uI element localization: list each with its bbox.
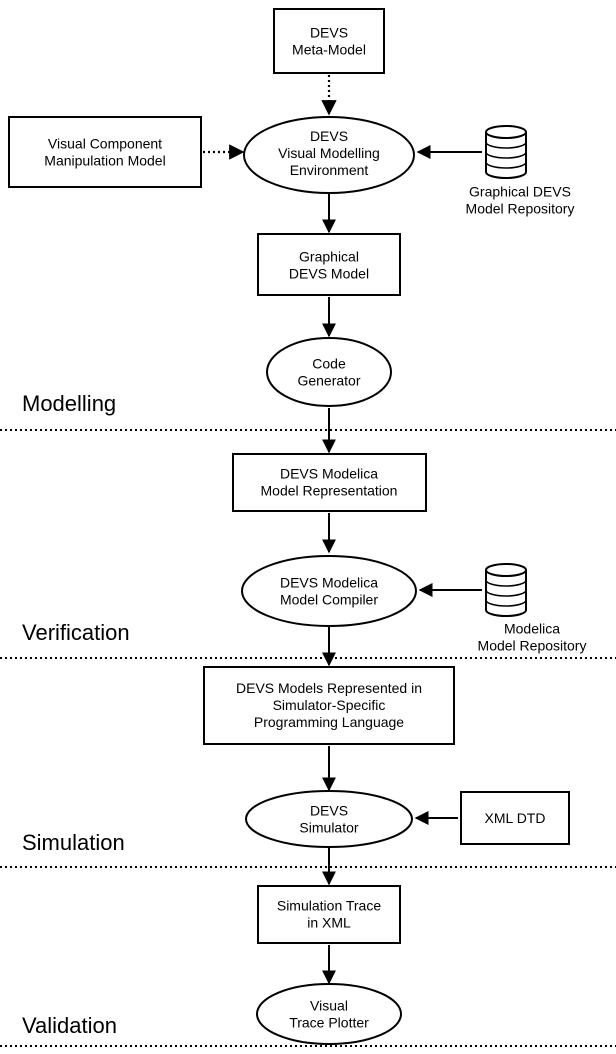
phase-label-modelling: Modelling [22, 391, 116, 416]
xml-dtd-label-line: XML DTD [485, 810, 546, 826]
modelica-repo-label-line: Model Repository [478, 638, 587, 654]
modelica-repo-label-line: Modelica [504, 621, 560, 637]
visual-env-label-line: Visual Modelling [278, 145, 380, 161]
graphical-model-label-line: DEVS Model [289, 266, 369, 282]
modelica-compiler-label-line: DEVS Modelica [280, 575, 378, 591]
graphical-repo-label-line: Graphical DEVS [469, 184, 571, 200]
meta-model-label-line: Meta-Model [292, 42, 366, 58]
simulator-lang-label-line: Simulator-Specific [273, 697, 386, 713]
connectors [203, 75, 482, 985]
phase-label-simulation: Simulation [22, 830, 125, 855]
visual-component-label-line: Manipulation Model [44, 153, 165, 169]
modelica-repr-label-line: Model Representation [261, 483, 398, 499]
trace-plotter-label-line: Trace Plotter [289, 1015, 369, 1031]
trace-plotter-label-line: Visual [310, 998, 348, 1014]
visual-component-label-line: Visual Component [48, 136, 162, 152]
simulator-lang-label-line: Programming Language [254, 714, 404, 730]
visual-env-label-line: Environment [290, 162, 369, 178]
code-generator-label-line: Code [312, 356, 346, 372]
trace-xml-label-line: Simulation Trace [277, 898, 381, 914]
code-generator-label-line: Generator [297, 373, 360, 389]
meta-model-label-line: DEVS [310, 25, 348, 41]
modelica-compiler-label-line: Model Compiler [280, 592, 378, 608]
phase-label-validation: Validation [22, 1013, 117, 1038]
graphical-repo-label-line: Model Repository [466, 201, 575, 217]
phase-label-verification: Verification [22, 620, 130, 645]
simulator-label-line: DEVS [310, 803, 348, 819]
graphical-model-label-line: Graphical [299, 249, 359, 265]
trace-xml-label-line: in XML [307, 915, 351, 931]
modelica-repr-label-line: DEVS Modelica [280, 466, 378, 482]
xml-dtd-box: XML DTD [460, 791, 570, 845]
graphical-repo-database-icon [485, 125, 527, 179]
simulator-label-line: Simulator [299, 820, 358, 836]
modelica-repo-database-icon [485, 563, 527, 617]
visual-env-label-line: DEVS [310, 128, 348, 144]
simulator-lang-label-line: DEVS Models Represented in [236, 680, 422, 696]
svg-text:XML DTD: XML DTD [485, 810, 546, 826]
